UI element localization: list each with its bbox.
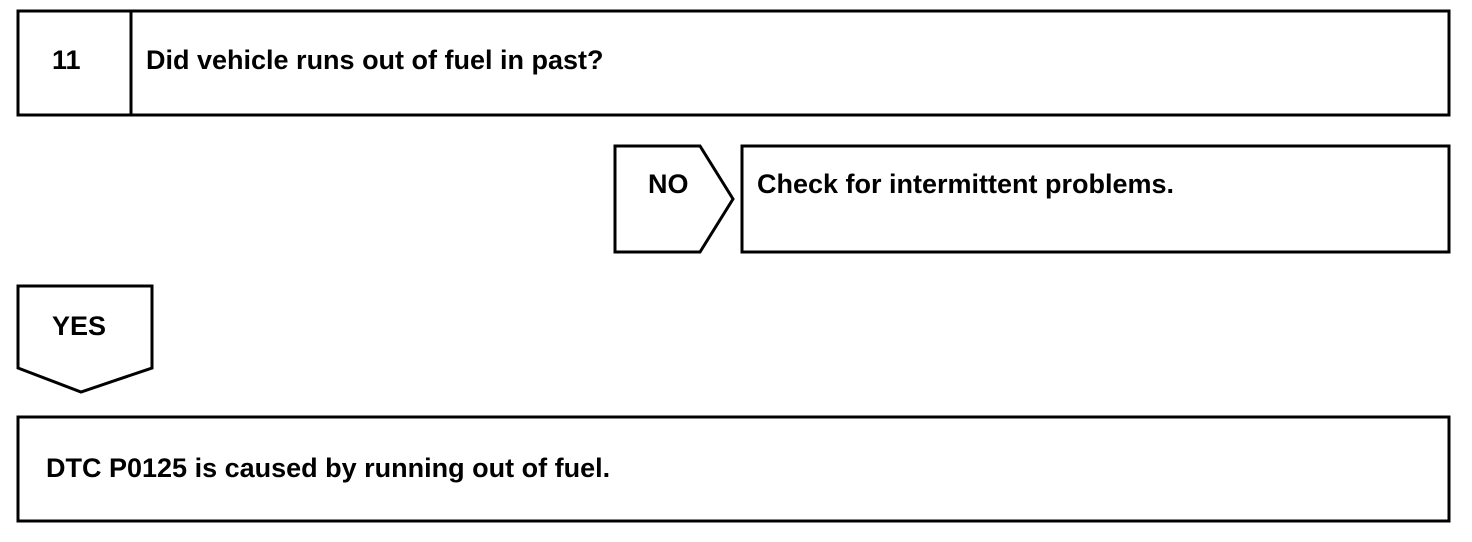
no-branch-label: NO xyxy=(648,169,689,199)
step-number: 11 xyxy=(52,45,81,75)
no-branch-result: Check for intermittent problems. xyxy=(757,169,1175,199)
step-box xyxy=(16,9,1451,117)
yes-result-box xyxy=(16,415,1451,523)
no-result-box xyxy=(740,144,1451,254)
yes-branch-result: DTC P0125 is caused by running out of fu… xyxy=(46,453,611,483)
yes-arrow-shape xyxy=(16,284,154,394)
no-arrow-shape xyxy=(613,144,735,254)
step-question: Did vehicle runs out of fuel in past? xyxy=(146,45,604,75)
yes-branch-label: YES xyxy=(52,311,107,341)
